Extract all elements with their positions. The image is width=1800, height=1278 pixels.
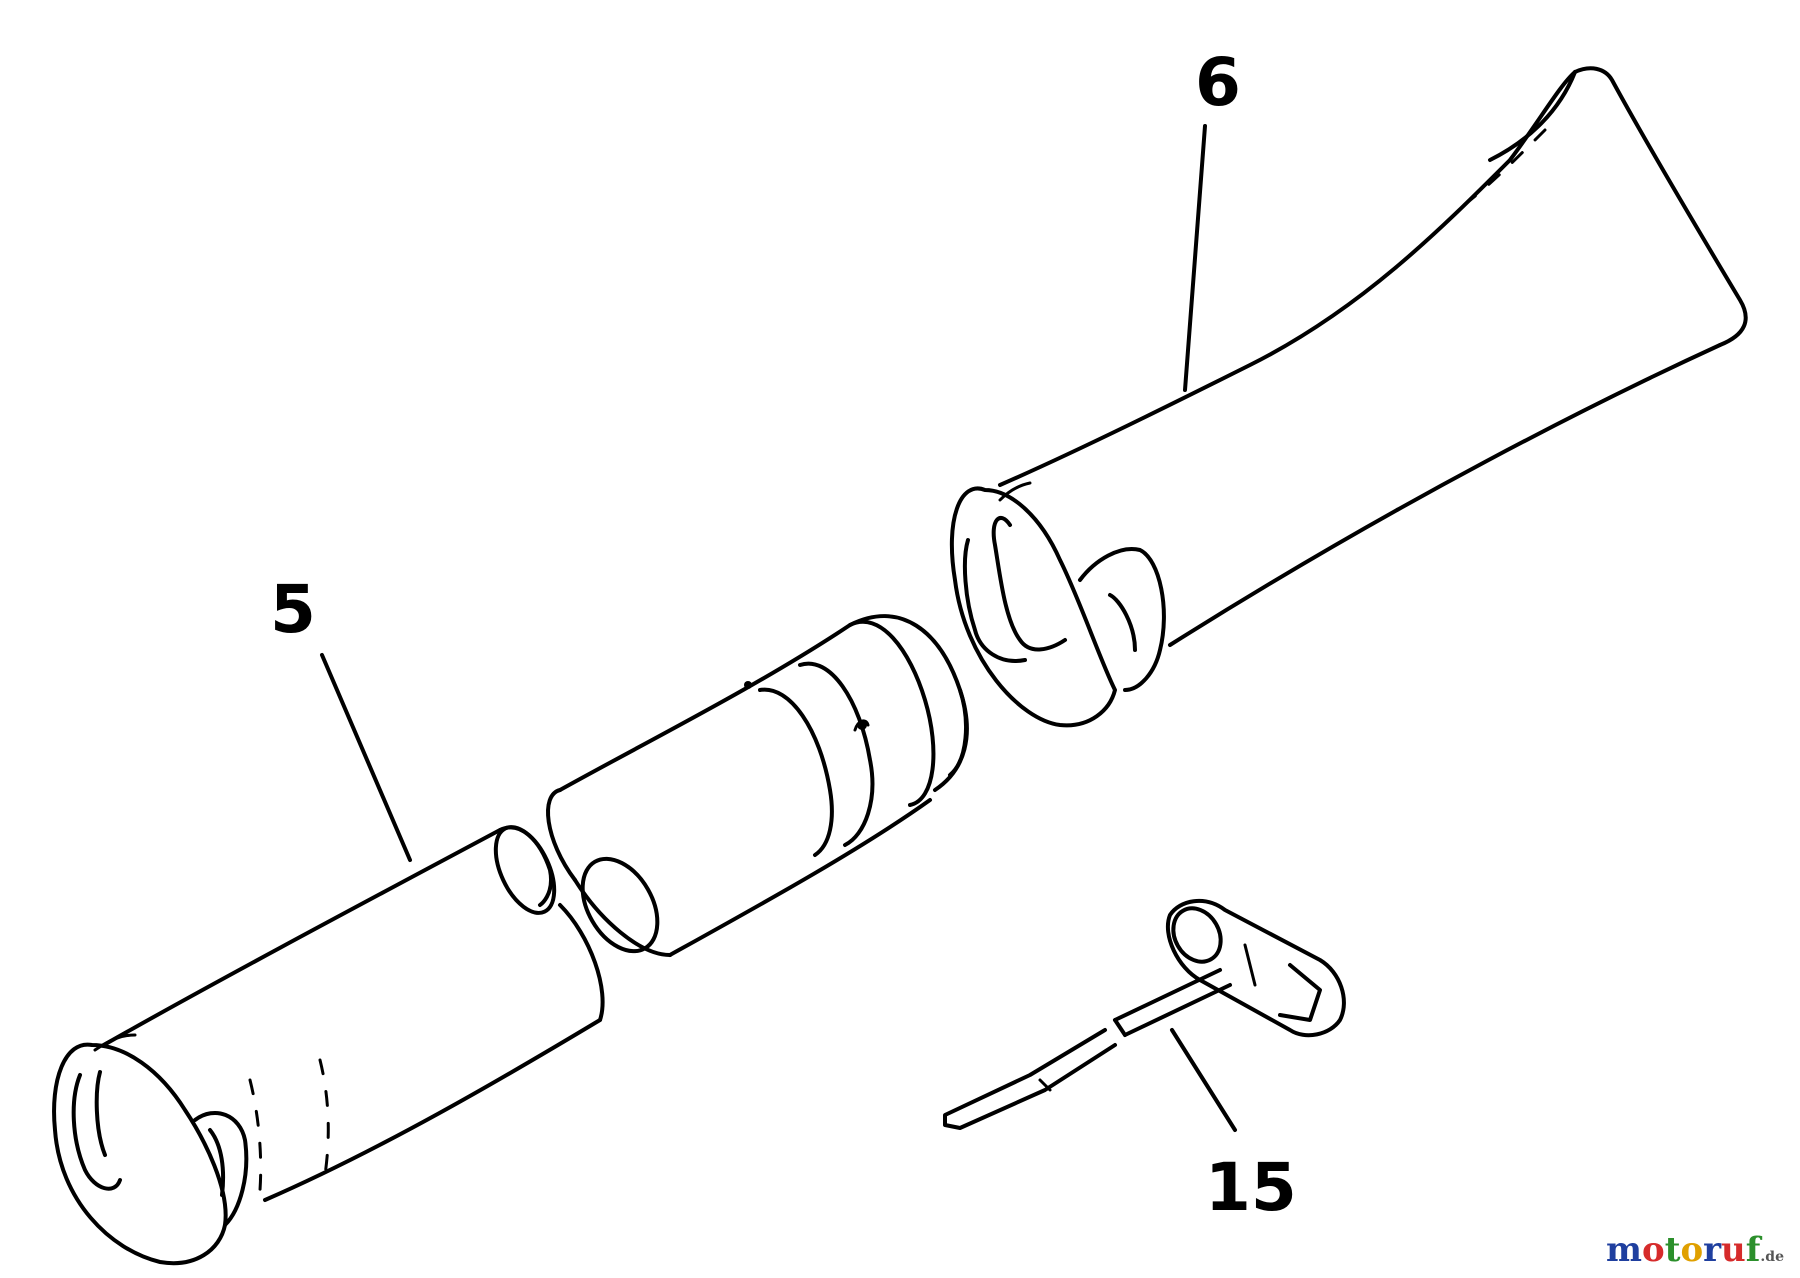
- nozzle-part: [949, 66, 1748, 728]
- leader-line-15: [1170, 1028, 1237, 1132]
- lower-tube-part: [52, 825, 605, 1266]
- watermark-logo: motoruf.de: [1606, 1230, 1784, 1270]
- leader-line-6: [1183, 124, 1207, 392]
- plug-wrench-part: [943, 898, 1346, 1130]
- watermark-suffix: .de: [1760, 1249, 1784, 1265]
- middle-tube-part: [546, 614, 969, 957]
- callout-5: 5: [270, 571, 316, 648]
- callout-6: 6: [1195, 44, 1241, 121]
- leader-line-5: [320, 653, 412, 862]
- callout-15: 15: [1205, 1149, 1297, 1226]
- watermark-text: motoruf: [1606, 1230, 1761, 1270]
